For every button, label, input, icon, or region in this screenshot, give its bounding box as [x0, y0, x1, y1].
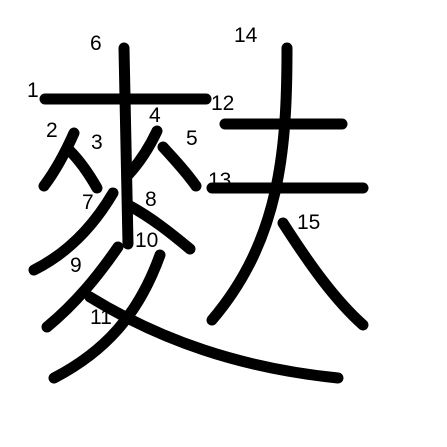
- stroke-number-13: 13: [208, 169, 231, 192]
- stroke-10: [48, 249, 166, 384]
- stroke-number-6: 6: [90, 32, 102, 55]
- stroke-9: [41, 241, 124, 333]
- stroke-paths: [28, 42, 369, 384]
- stroke-number-8: 8: [145, 188, 157, 211]
- stroke-15: [277, 217, 369, 331]
- stroke-7: [28, 187, 119, 276]
- stroke-number-15: 15: [297, 211, 320, 234]
- stroke-number-11: 11: [90, 306, 112, 329]
- stroke-6: [118, 42, 134, 250]
- stroke-number-14: 14: [234, 24, 258, 47]
- stroke-5: [157, 141, 202, 192]
- stroke-4: [122, 125, 163, 181]
- stroke-number-12: 12: [211, 92, 234, 115]
- stroke-number-7: 7: [82, 191, 94, 214]
- stroke-number-10: 10: [135, 229, 158, 252]
- stroke-order-numbers: 1 2 3 4 5 6 7 8 9 10 11 12 13 14 15: [27, 24, 320, 329]
- stroke-number-1: 1: [27, 79, 39, 102]
- stroke-2: [38, 127, 80, 192]
- stroke-8: [124, 200, 196, 255]
- stroke-number-3: 3: [91, 131, 103, 154]
- stroke-11: [84, 291, 344, 384]
- stroke-number-5: 5: [186, 127, 198, 150]
- stroke-number-2: 2: [46, 119, 58, 142]
- stroke-number-9: 9: [70, 254, 82, 277]
- stroke-3: [64, 145, 103, 194]
- stroke-number-4: 4: [149, 104, 161, 127]
- stroke-14: [206, 42, 293, 326]
